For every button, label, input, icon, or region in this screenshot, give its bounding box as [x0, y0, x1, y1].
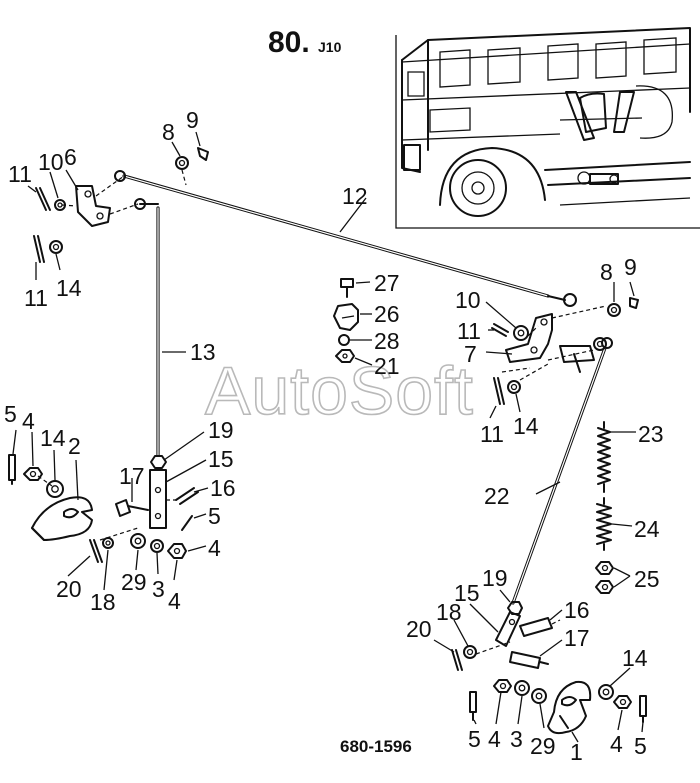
lever-group-right [451, 601, 647, 735]
callout-28: 28 [374, 328, 400, 354]
callout-18: 18 [436, 599, 462, 625]
callout-14: 14 [513, 413, 539, 439]
callout-5: 5 [468, 726, 481, 752]
watermark: AutoSoft [205, 353, 474, 429]
vehicle-inset [395, 27, 700, 229]
callout-29: 29 [530, 733, 556, 759]
callout-16: 16 [210, 475, 236, 501]
callout-17: 17 [564, 625, 590, 651]
callout-29: 29 [121, 569, 147, 595]
wheel-icon [449, 159, 507, 217]
callout-12: 12 [342, 183, 368, 209]
lever-group-left [8, 454, 199, 563]
callout-7: 7 [464, 341, 477, 367]
callout-27: 27 [374, 270, 400, 296]
callout-5: 5 [634, 733, 647, 759]
callout-18: 18 [90, 589, 116, 615]
callout-14: 14 [56, 275, 82, 301]
callout-8: 8 [600, 259, 613, 285]
callout-14: 14 [40, 425, 66, 451]
spring-group [595, 421, 614, 594]
lever-2 [31, 496, 93, 541]
bracket-6 [75, 185, 111, 227]
callout-11: 11 [480, 421, 504, 447]
callout-3: 3 [152, 576, 165, 602]
callout-4: 4 [488, 726, 501, 752]
rod-13 [134, 198, 160, 457]
callout-17: 17 [119, 463, 145, 489]
callout-9: 9 [186, 107, 199, 133]
page-number: 80. [268, 26, 310, 59]
bracket-7 [505, 313, 553, 363]
callout-1: 1 [570, 739, 583, 765]
leader-lines [12, 131, 644, 743]
drawing-reference-number: 680-1596 [340, 737, 412, 756]
callout-19: 19 [482, 565, 508, 591]
lever-1 [547, 680, 592, 735]
clevis-15 [149, 469, 167, 529]
callout-23: 23 [638, 421, 664, 447]
bracket-group-left [33, 147, 209, 263]
callout-24: 24 [634, 516, 660, 542]
callout-5: 5 [208, 503, 221, 529]
callout-labels: 11 10 6 8 9 12 11 14 13 27 26 28 21 8 9 … [4, 107, 664, 765]
callout-10: 10 [38, 149, 64, 175]
callout-9: 9 [624, 254, 637, 280]
callout-15: 15 [454, 580, 480, 606]
section-code: J10 [318, 39, 342, 55]
callout-15: 15 [208, 446, 234, 472]
callout-4: 4 [168, 588, 181, 614]
center-parts [333, 278, 359, 363]
callout-13: 13 [190, 339, 216, 365]
callout-6: 6 [64, 144, 77, 170]
callout-19: 19 [208, 417, 234, 443]
callout-4: 4 [208, 535, 221, 561]
callout-2: 2 [68, 433, 81, 459]
callout-11: 11 [8, 161, 32, 187]
callout-20: 20 [406, 616, 432, 642]
clevis-15-right [495, 611, 521, 647]
callout-22: 22 [484, 483, 510, 509]
callout-10: 10 [455, 287, 481, 313]
callout-8: 8 [162, 119, 175, 145]
bracket-group-right [491, 297, 639, 405]
callout-20: 20 [56, 576, 82, 602]
callout-11: 11 [457, 318, 481, 344]
callout-21: 21 [374, 353, 400, 379]
callout-11: 11 [24, 285, 48, 311]
rod-12 [114, 170, 577, 307]
callout-4: 4 [610, 731, 623, 757]
callout-25: 25 [634, 566, 660, 592]
callout-4: 4 [22, 408, 35, 434]
callout-26: 26 [374, 301, 400, 327]
callout-14: 14 [622, 645, 648, 671]
callout-5: 5 [4, 401, 17, 427]
rod-22 [511, 337, 613, 605]
callout-3: 3 [510, 726, 523, 752]
callout-16: 16 [564, 597, 590, 623]
